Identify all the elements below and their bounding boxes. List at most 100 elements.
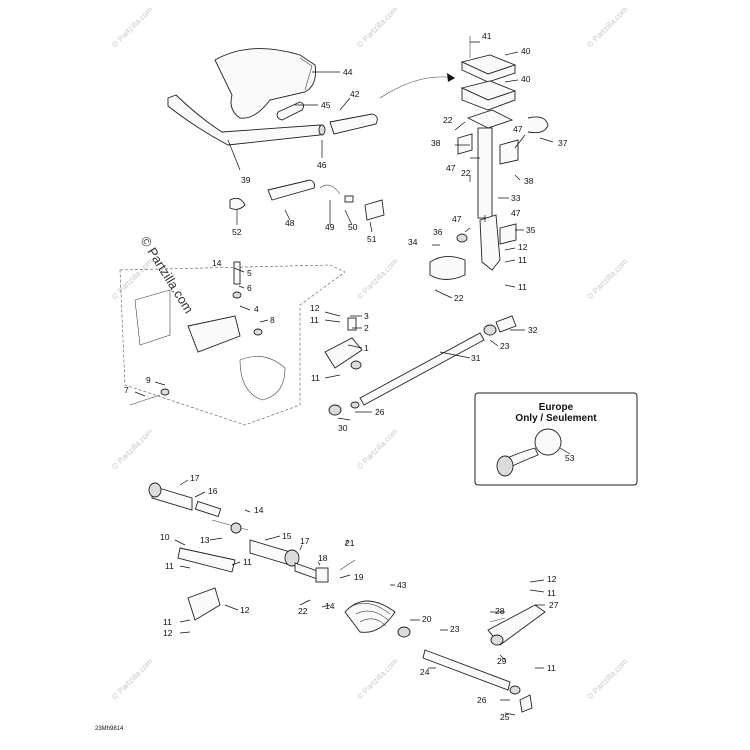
callout-13: 13: [200, 535, 210, 545]
rod-end-23: [483, 324, 497, 336]
watermark: © Partzilla.com: [110, 427, 155, 472]
frame-bracket: [134, 289, 171, 346]
callout-22: 22: [461, 168, 471, 178]
switch-51: [364, 199, 385, 221]
callout-40: 40: [521, 46, 531, 56]
callout-4: 4: [254, 304, 259, 314]
callout-11: 11: [518, 282, 527, 292]
callout-layer: 44 45 42 46 39 41 40 40 22 47 37 38 47 2…: [124, 31, 568, 722]
callout-12: 12: [547, 574, 557, 584]
leader-paths: [134, 41, 554, 716]
callout-18: 18: [318, 553, 328, 563]
callout-42: 42: [350, 89, 360, 99]
washer-2: [350, 360, 362, 370]
callout-47: 47: [513, 124, 523, 134]
callout-47: 47: [446, 163, 456, 173]
callout-24: 24: [420, 667, 430, 677]
callout-11: 11: [518, 255, 527, 265]
callout-11: 11: [547, 663, 556, 673]
callout-22: 22: [298, 606, 308, 616]
callout-11: 11: [165, 561, 174, 571]
callout-11: 11: [243, 557, 252, 567]
clamp-35: [499, 223, 517, 245]
fitting-20: [397, 626, 411, 638]
callout-12: 12: [518, 242, 528, 252]
grip: [329, 113, 378, 135]
callout-30: 30: [338, 423, 348, 433]
end-17b: [284, 549, 300, 567]
clamp-top-side: [461, 61, 516, 83]
callout-38: 38: [524, 176, 534, 186]
nut-8: [253, 328, 263, 336]
watermark: © Partzilla.com: [110, 5, 155, 50]
lower-shaft-assembly: [148, 482, 546, 713]
pad-edge: [299, 57, 313, 91]
callout-3: 3: [364, 311, 369, 321]
end-17a: [148, 482, 162, 498]
arm-lower: [187, 587, 221, 621]
callout-11: 11: [311, 373, 320, 383]
callout-36: 36: [433, 227, 443, 237]
callout-52: 52: [232, 227, 242, 237]
arrow-head: [447, 73, 455, 82]
callout-46: 46: [317, 160, 327, 170]
watermark: © Partzilla.com: [110, 257, 155, 302]
callout-12: 12: [240, 605, 250, 615]
callout-15: 15: [282, 531, 292, 541]
pivot-arm: [324, 317, 363, 416]
callout-34: 34: [408, 237, 418, 247]
bolt-5: [233, 261, 241, 285]
callout-37: 37: [558, 138, 568, 148]
handlebar-pad: [214, 48, 316, 119]
watermark: © Partzilla.com: [585, 657, 630, 702]
handlebar-assembly: [167, 48, 456, 146]
callout-6: 6: [247, 283, 252, 293]
bracket-38-right: [499, 139, 519, 165]
callout-25: 25: [500, 712, 510, 722]
column-plate: [466, 109, 514, 129]
washer-6: [232, 291, 242, 299]
bolt-13: [211, 519, 249, 531]
frame-opening: [239, 356, 286, 401]
watermark: © Partzilla.com: [110, 657, 155, 702]
watermark: © Partzilla.com: [355, 657, 400, 702]
callout-44: 44: [343, 67, 353, 77]
ball-29: [490, 634, 504, 646]
callout-9: 9: [146, 375, 151, 385]
watermark: © Partzilla.com: [355, 257, 400, 302]
rod-31: [359, 332, 485, 406]
callout-48: 48: [285, 218, 295, 228]
callout-2: 2: [364, 323, 369, 333]
bolt-28: [489, 617, 506, 623]
callout-26: 26: [477, 695, 487, 705]
callout-53: 53: [565, 453, 575, 463]
callout-21: 21: [345, 538, 355, 548]
column-tube: [477, 127, 493, 219]
callout-5: 5: [247, 268, 252, 278]
callout-32: 32: [528, 325, 538, 335]
lever-4: [187, 315, 241, 353]
callout-7: 7: [124, 385, 129, 395]
callout-47: 47: [452, 214, 462, 224]
column-lower: [479, 214, 501, 271]
bolt-21: [339, 559, 356, 571]
callout-23: 23: [500, 341, 510, 351]
nut-26b: [509, 685, 521, 695]
callout-16: 16: [208, 486, 218, 496]
callout-49: 49: [325, 222, 335, 232]
watermark-large: © Partzilla.com: [137, 234, 196, 316]
arm-10: [177, 547, 236, 573]
bolt-7: [129, 394, 161, 406]
block-18: [315, 567, 329, 583]
callout-29: 29: [497, 656, 507, 666]
end-25: [519, 694, 533, 713]
callout-8: 8: [270, 315, 275, 325]
callout-28: 28: [495, 606, 505, 616]
watermark: © Partzilla.com: [585, 5, 630, 50]
callout-43: 43: [397, 580, 407, 590]
note-title: Europe: [539, 402, 574, 413]
callout-33: 33: [511, 193, 521, 203]
boot-ribs: [351, 603, 391, 627]
leader-lines: [134, 41, 554, 716]
